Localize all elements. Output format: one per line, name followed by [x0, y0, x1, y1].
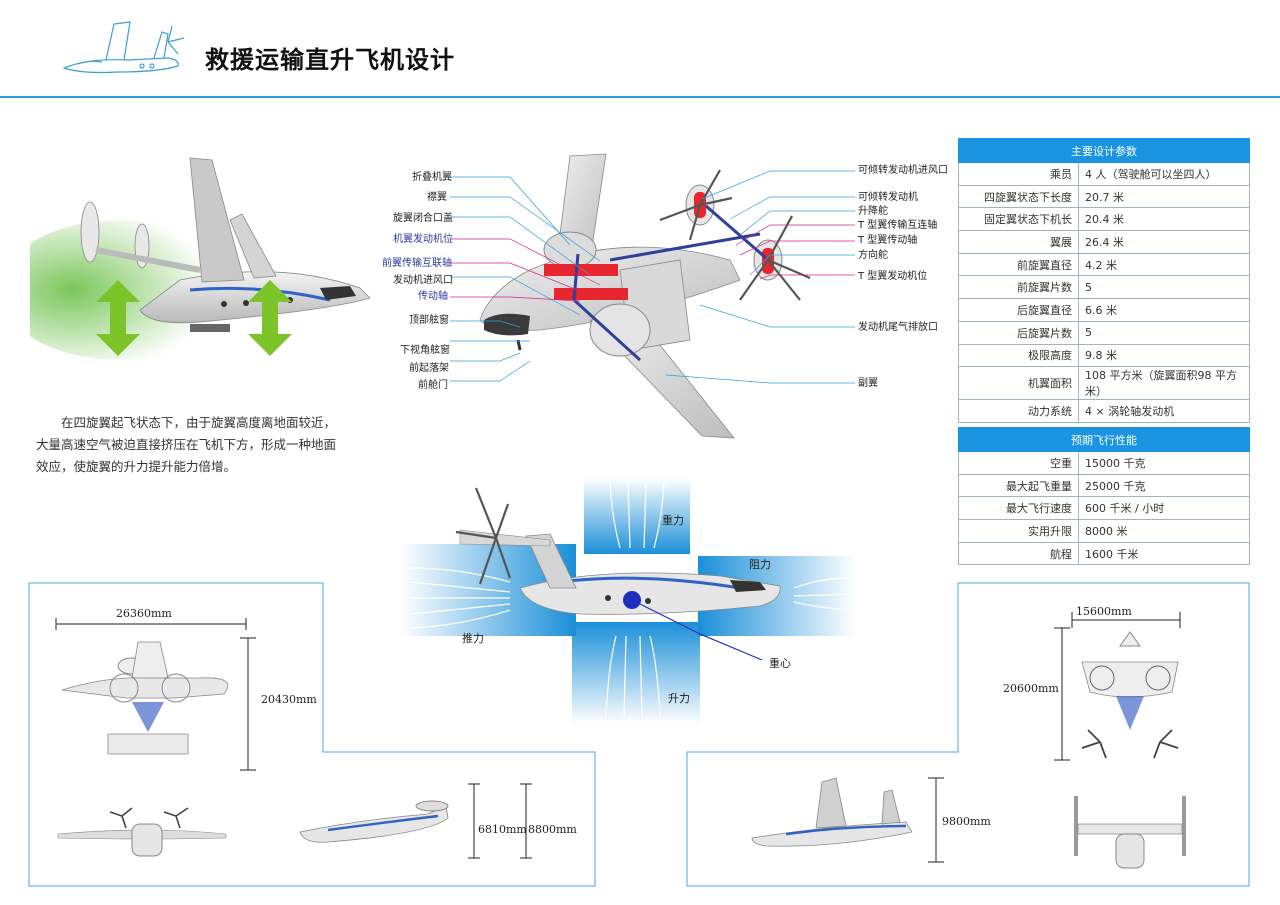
- callout-front-door: 前舱门: [418, 380, 448, 391]
- callout-tilt-engine: 可倾转发动机: [858, 192, 918, 203]
- callout-drive-shaft: 传动轴: [418, 291, 448, 302]
- callout-leaders: [450, 170, 855, 384]
- dim-length-left: 20430mm: [261, 693, 317, 706]
- force-gravity-label: 重力: [662, 514, 684, 527]
- header-divider: [0, 96, 1280, 98]
- callout-t-wing-engine-bay: T 型翼发动机位: [858, 271, 928, 282]
- callout-rudder: 方向舵: [858, 250, 888, 261]
- callout-flap: 襟翼: [427, 192, 447, 203]
- dim-height-1: 6810mm: [478, 823, 527, 836]
- callout-t-wing-shaft: T 型翼传动轴: [858, 235, 918, 246]
- aircraft-logo-icon: [62, 21, 185, 74]
- left-dimension-panel: [28, 582, 596, 887]
- callout-engine-intake: 发动机进风口: [393, 275, 453, 286]
- lift-arrow-left-icon: [96, 280, 140, 356]
- force-drag-label: 阻力: [749, 558, 771, 571]
- dim-length-right: 20600mm: [1003, 682, 1059, 695]
- page-title: 救援运输直升飞机设计: [205, 46, 455, 74]
- callout-front-wing-shaft: 前翼传输互联轴: [382, 258, 452, 269]
- lift-arrow-right-icon: [248, 280, 292, 356]
- forces-diagram: [400, 478, 856, 724]
- dim-height-2: 8800mm: [528, 823, 577, 836]
- callout-tilt-engine-intake: 可倾转发动机进风口: [858, 165, 948, 176]
- force-thrust-label: 推力: [462, 632, 484, 645]
- force-lift-label: 升力: [668, 692, 690, 705]
- callout-wing-engine-bay: 机翼发动机位: [393, 234, 453, 245]
- dim-span-left: 26360mm: [116, 607, 172, 620]
- callout-nose-gear: 前起落架: [409, 363, 449, 374]
- callout-lower-window: 下视角舷窗: [400, 345, 450, 356]
- ground-effect-description: 在四旋翼起飞状态下，由于旋翼高度离地面较近，大量高速空气被迫直接挤压在飞机下方，…: [36, 415, 337, 474]
- callout-rotor-cover: 旋翼闭合口盖: [393, 213, 453, 224]
- callout-top-window: 顶部舷窗: [409, 315, 449, 326]
- design-params-header: 主要设计参数: [958, 138, 1250, 163]
- callout-exhaust: 发动机尾气排放口: [858, 322, 938, 333]
- callout-folding-wing: 折叠机翼: [412, 172, 452, 183]
- flight-perf-header: 预期飞行性能: [958, 427, 1250, 452]
- cutaway-illustration: [479, 153, 811, 439]
- force-cg-label: 重心: [769, 657, 791, 670]
- right-dimension-panel: [686, 582, 1250, 887]
- dim-span-right: 15600mm: [1076, 605, 1132, 618]
- callout-aileron: 副翼: [858, 378, 878, 389]
- dim-height-3: 9800mm: [942, 815, 991, 828]
- callout-t-wing-interconnect: T 型翼传输互连轴: [858, 220, 938, 231]
- callout-elevator: 升降舵: [858, 206, 888, 217]
- hover-illustration: [30, 157, 371, 360]
